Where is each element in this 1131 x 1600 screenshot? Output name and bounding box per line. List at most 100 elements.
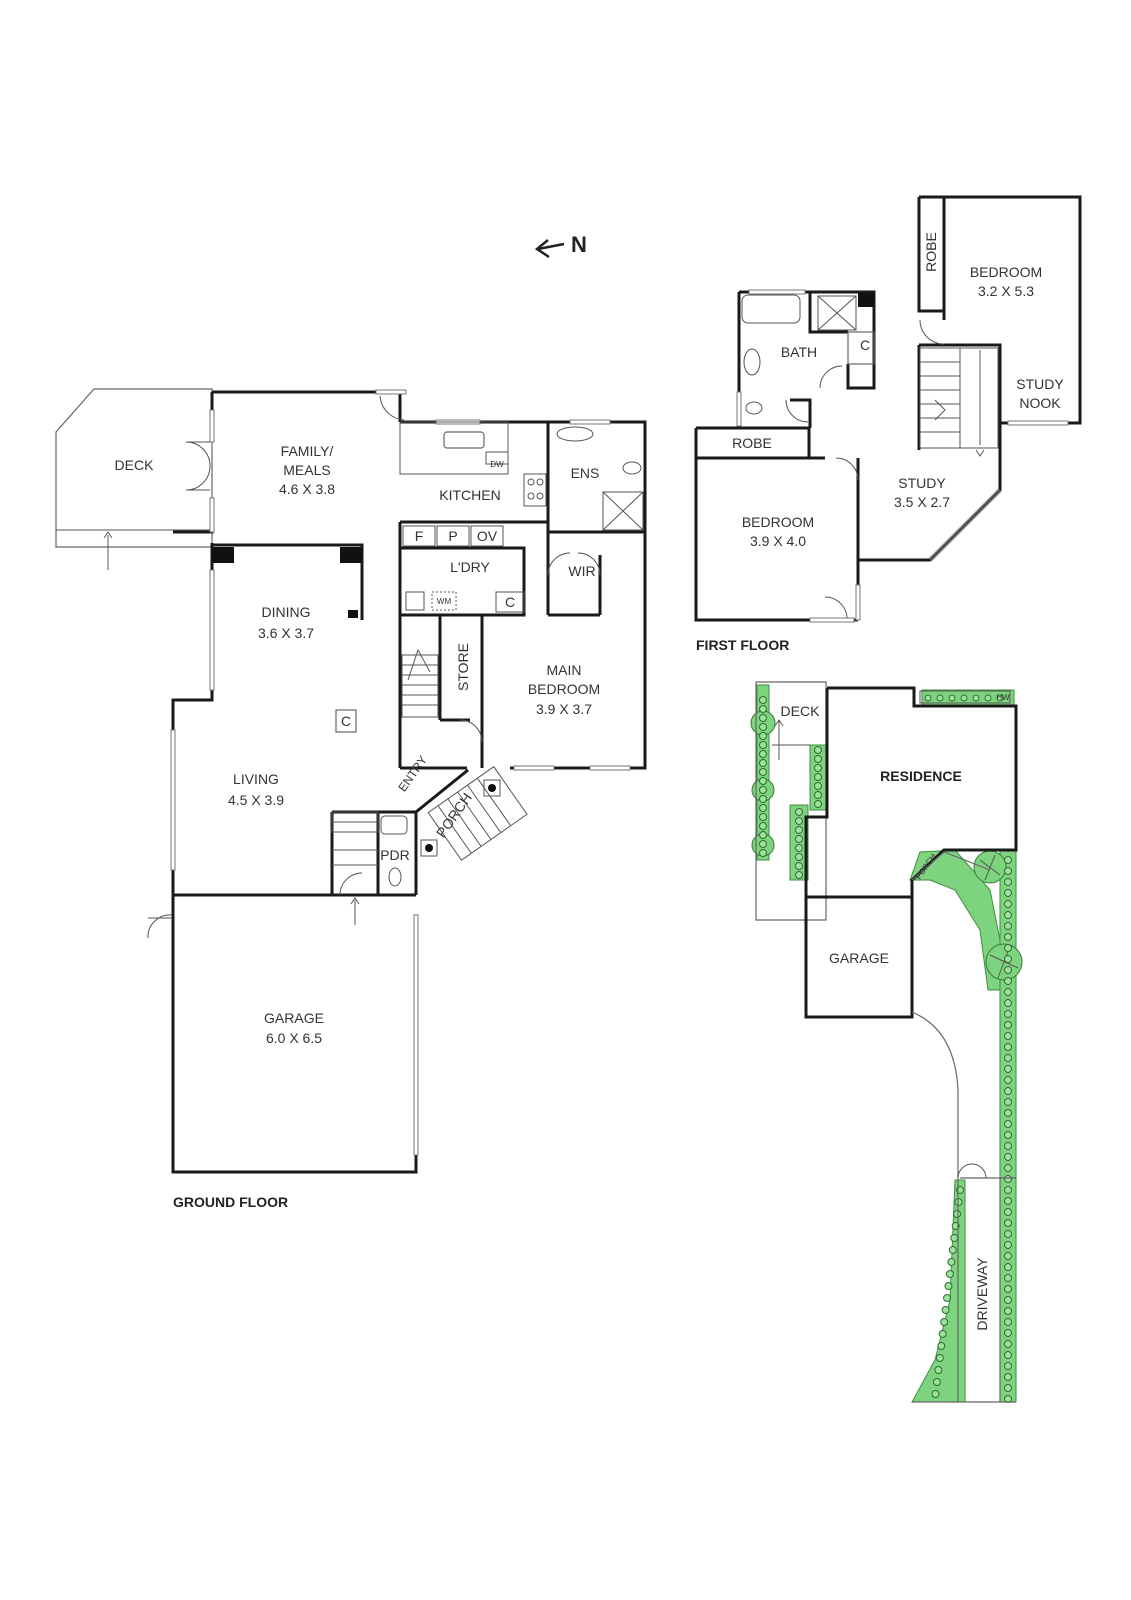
shrub-icon xyxy=(1004,999,1012,1007)
study-nook-label-1: STUDY xyxy=(1016,376,1064,392)
site-plan: HW xyxy=(750,681,1023,1403)
main-bedroom-dims: 3.9 X 3.7 xyxy=(536,701,592,717)
shrub-icon xyxy=(1004,988,1012,996)
laundry-label: L'DRY xyxy=(450,559,490,575)
family-label-1: FAMILY/ xyxy=(281,443,334,459)
shrub-icon xyxy=(944,1282,953,1290)
shrub-icon xyxy=(1004,1230,1012,1238)
shrub-icon xyxy=(1004,1021,1012,1029)
porch-label: PORCH xyxy=(433,790,475,841)
shrub-icon xyxy=(1004,1274,1012,1282)
dining-cupboard-label: C xyxy=(341,713,351,729)
shrub-icon xyxy=(814,746,822,754)
shrub-icon xyxy=(759,831,767,839)
deck-label: DECK xyxy=(115,457,155,473)
shrub-icon xyxy=(795,817,803,825)
shrub-icon xyxy=(814,755,822,763)
shrub-icon xyxy=(759,804,767,812)
living-label: LIVING xyxy=(233,771,279,787)
wir-label: WIR xyxy=(568,563,595,579)
shrub-icon xyxy=(1004,1329,1012,1337)
shrub-icon xyxy=(814,773,822,781)
family-dims: 4.6 X 3.8 xyxy=(279,481,335,497)
bedroom-left-label: BEDROOM xyxy=(742,514,814,530)
shrub-icon xyxy=(948,694,956,702)
ground-floor-plan xyxy=(55,388,647,1174)
shrub-icon xyxy=(1004,1032,1012,1040)
shrub-icon xyxy=(1004,1318,1012,1326)
shrub-icon xyxy=(953,1210,962,1218)
shrub-icon xyxy=(759,840,767,848)
shrub-icon xyxy=(795,844,803,852)
shrub-icon xyxy=(1004,1010,1012,1018)
shrub-icon xyxy=(795,862,803,870)
bath-label: BATH xyxy=(781,344,817,360)
shrub-icon xyxy=(941,1306,950,1314)
shrub-icon xyxy=(1004,1252,1012,1260)
shrub-icon xyxy=(1004,1362,1012,1370)
shrub-icon xyxy=(759,732,767,740)
shrub-icon xyxy=(1004,1142,1012,1150)
first-floor-title: FIRST FLOOR xyxy=(696,637,789,653)
bedroom-top-dims: 3.2 X 5.3 xyxy=(978,283,1034,299)
stairs-first xyxy=(919,347,999,457)
site-garage-label: GARAGE xyxy=(829,950,889,966)
washing-machine-label: WM xyxy=(437,597,452,606)
shrub-icon xyxy=(759,741,767,749)
shrub-icon xyxy=(996,694,1004,702)
shrub-icon xyxy=(795,835,803,843)
dining-label: DINING xyxy=(262,604,311,620)
shrub-icon xyxy=(1004,1054,1012,1062)
shrub-icon xyxy=(1004,1285,1012,1293)
shrub-icon xyxy=(1004,900,1012,908)
shrub-icon xyxy=(1004,1186,1012,1194)
shrub-icon xyxy=(1004,1043,1012,1051)
garage-dims: 6.0 X 6.5 xyxy=(266,1030,322,1046)
shrub-icon xyxy=(1004,1109,1012,1117)
pdr-label: PDR xyxy=(380,847,410,863)
bedroom-top-label: BEDROOM xyxy=(970,264,1042,280)
shrub-icon xyxy=(948,1246,957,1254)
shrub-icon xyxy=(924,694,932,702)
shrub-icon xyxy=(1004,977,1012,985)
shrub-icon xyxy=(1004,955,1012,963)
shrub-icon xyxy=(759,723,767,731)
robe-top-label: ROBE xyxy=(923,232,939,272)
hot-water-label: HW xyxy=(996,693,1010,702)
shrub-icon xyxy=(759,849,767,857)
laundry-cupboard-label: C xyxy=(505,594,515,610)
kitchen-label: KITCHEN xyxy=(439,487,500,503)
shrub-icon xyxy=(759,786,767,794)
garage-label: GARAGE xyxy=(264,1010,324,1026)
ground-floor-title: GROUND FLOOR xyxy=(173,1194,288,1210)
shrub-icon xyxy=(795,808,803,816)
shrub-icon xyxy=(1004,1153,1012,1161)
shrub-icon xyxy=(1004,856,1012,864)
shrub-dots xyxy=(759,694,1012,1403)
deck-outline xyxy=(55,388,213,548)
shrub-icon xyxy=(945,1270,954,1278)
shrub-icon xyxy=(1004,944,1012,952)
shrub-icon xyxy=(1004,889,1012,897)
shrub-icon xyxy=(1004,1384,1012,1392)
study-label: STUDY xyxy=(898,475,946,491)
shrub-icon xyxy=(1004,1340,1012,1348)
shrub-icon xyxy=(937,1342,946,1350)
shrub-icon xyxy=(1004,1296,1012,1304)
study-dims: 3.5 X 2.7 xyxy=(894,494,950,510)
shrub-icon xyxy=(1004,867,1012,875)
shrub-icon xyxy=(795,826,803,834)
shrub-icon xyxy=(1004,1087,1012,1095)
site-driveway-label: DRIVEWAY xyxy=(974,1257,990,1331)
ensuite-label: ENS xyxy=(571,465,600,481)
first-cupboard-label: C xyxy=(860,337,870,353)
fridge-label: F xyxy=(415,528,424,544)
shrub-icon xyxy=(935,1354,944,1362)
dishwasher-label: DW xyxy=(490,460,504,469)
shrub-icon xyxy=(947,1258,956,1266)
shrub-icon xyxy=(1004,1098,1012,1106)
shrub-icon xyxy=(759,768,767,776)
shrub-icon xyxy=(759,822,767,830)
shrub-icon xyxy=(940,1318,949,1326)
